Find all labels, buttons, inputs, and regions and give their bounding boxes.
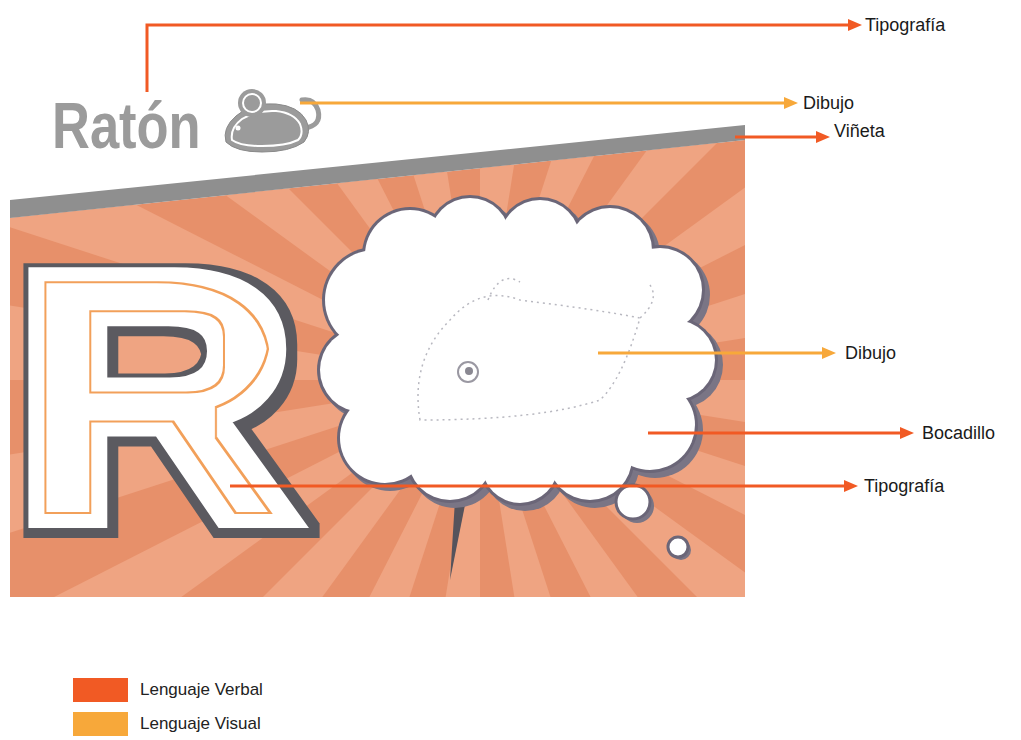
mouse-inline bbox=[232, 111, 302, 146]
callout-label: Bocadillo bbox=[922, 423, 995, 443]
mouse-icon bbox=[225, 89, 319, 152]
leader-line bbox=[147, 25, 850, 92]
leader-line bbox=[735, 136, 818, 139]
callout-label: Viñeta bbox=[834, 121, 885, 141]
balloon-spike bbox=[450, 500, 466, 580]
sunburst-ray bbox=[480, 380, 1021, 740]
dotted-tail bbox=[640, 285, 653, 318]
leader-line bbox=[230, 485, 846, 488]
legend-swatch bbox=[73, 678, 128, 702]
arrow-head bbox=[822, 347, 836, 359]
arrow-head bbox=[848, 19, 862, 31]
callout-label: Dibujo bbox=[803, 93, 854, 113]
callout-label: Tipografía bbox=[864, 476, 944, 496]
leader-line bbox=[598, 352, 824, 355]
big-letter: R bbox=[0, 202, 319, 592]
mouse-ear-inline bbox=[243, 94, 261, 112]
arrow-head bbox=[844, 480, 858, 492]
mouse-eye bbox=[236, 126, 241, 131]
leader-line bbox=[648, 432, 902, 435]
title-word: Ratón bbox=[52, 94, 201, 158]
eye-pupil bbox=[465, 367, 473, 375]
balloon-fill bbox=[408, 416, 492, 500]
balloon-fill bbox=[365, 210, 455, 300]
dotted-ear bbox=[488, 279, 520, 300]
balloon-fill bbox=[635, 320, 715, 400]
sunburst-ray bbox=[480, 380, 1021, 740]
balloon-fill bbox=[568, 208, 652, 292]
dotted-mouse bbox=[418, 279, 653, 420]
mouse-body bbox=[225, 104, 308, 152]
callout-label: Tipografía bbox=[865, 15, 945, 35]
thought-bubble bbox=[668, 537, 688, 557]
arrow-head bbox=[784, 97, 798, 109]
leader-line bbox=[300, 102, 786, 105]
legend-swatch bbox=[73, 712, 128, 736]
sunburst-ray bbox=[480, 380, 789, 740]
balloon-fill bbox=[482, 427, 558, 503]
balloon-fill bbox=[500, 200, 580, 280]
dotted-outline bbox=[418, 296, 640, 421]
legend-text: Lenguaje Visual bbox=[140, 714, 261, 734]
arrow-head bbox=[900, 427, 914, 439]
thought-balloon bbox=[317, 195, 723, 511]
legend-text: Lenguaje Verbal bbox=[140, 680, 263, 700]
thought-bubbles bbox=[616, 485, 691, 560]
thought-bubble bbox=[616, 485, 650, 519]
sunburst-ray bbox=[480, 380, 1021, 740]
eye-outline bbox=[458, 362, 478, 382]
callout-label: Dibujo bbox=[845, 343, 896, 363]
arrow-head bbox=[816, 131, 830, 143]
mouse-ear bbox=[238, 89, 266, 117]
